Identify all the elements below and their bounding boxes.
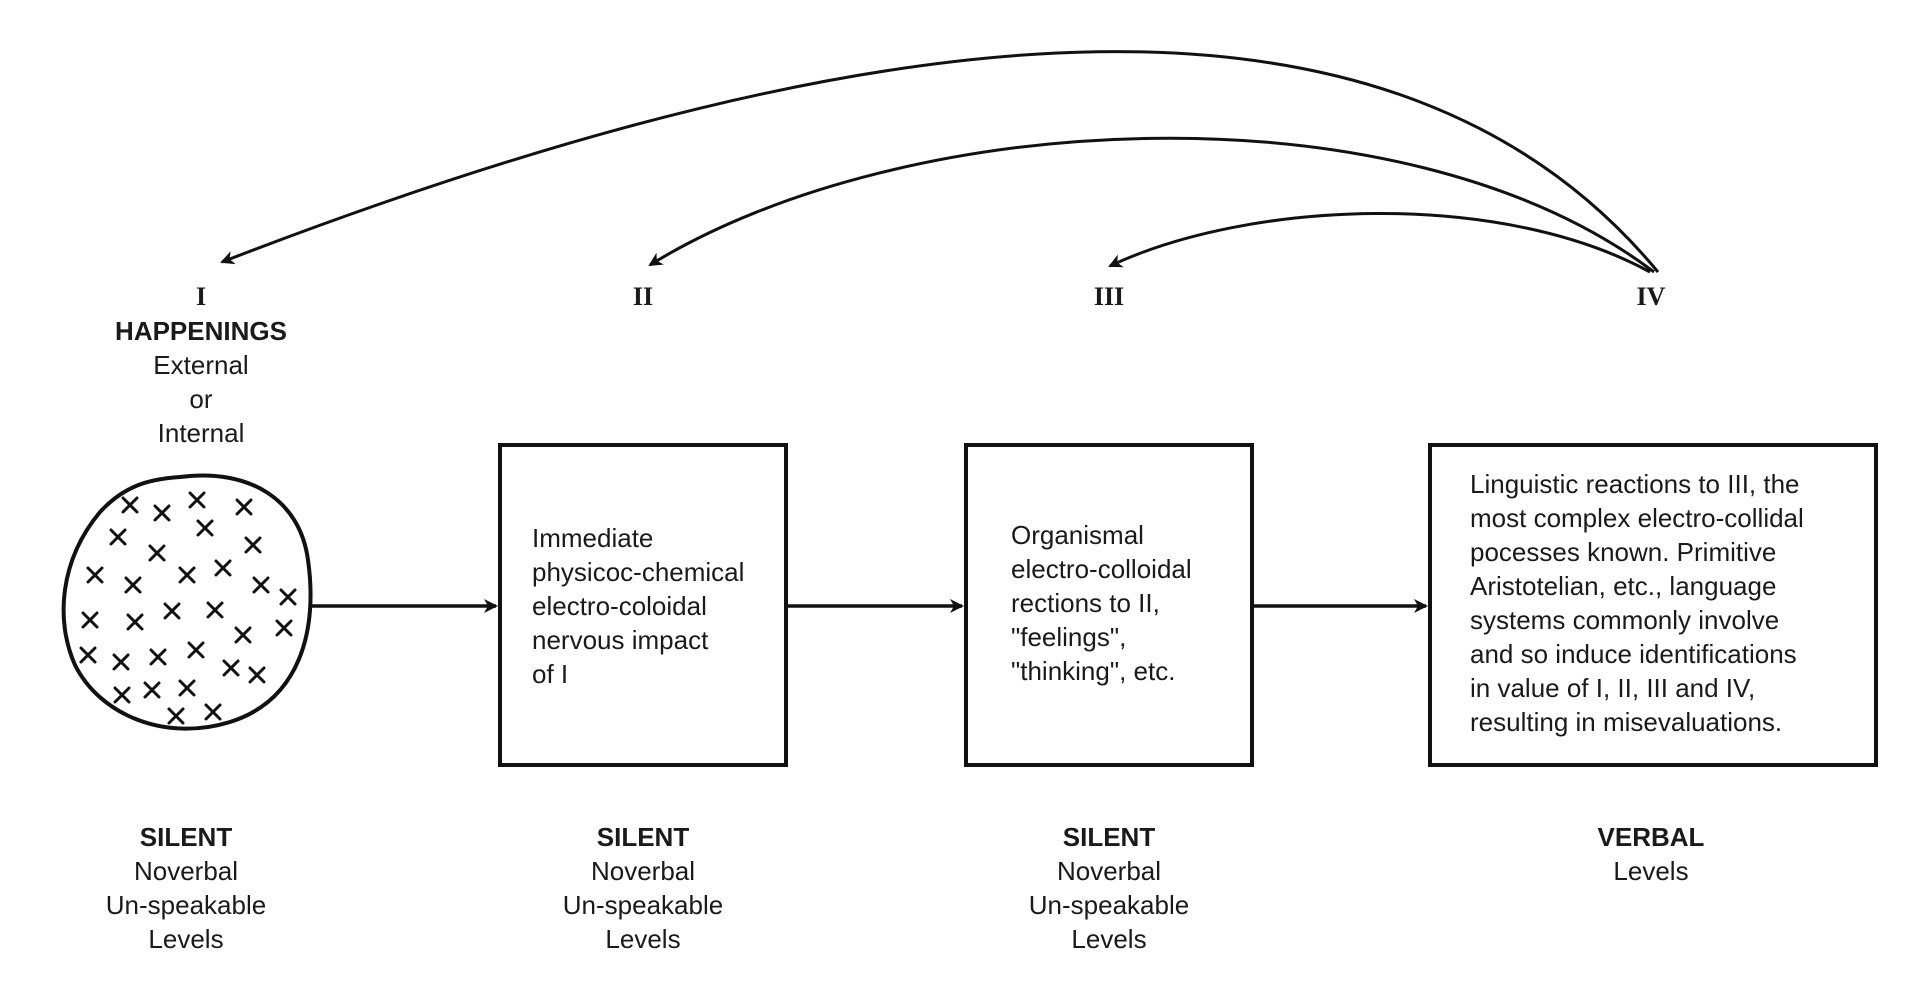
box-iv-line: in value of I, II, III and IV, <box>1470 673 1756 703</box>
level-line: Levels <box>605 924 681 954</box>
happenings-heading: HAPPENINGS <box>115 316 287 346</box>
x-mark-icon <box>124 576 142 594</box>
x-mark-icon <box>153 504 171 522</box>
numeral-ii: II <box>632 282 654 311</box>
x-mark-icon <box>167 707 185 725</box>
x-mark-icon <box>234 626 252 644</box>
level-line: Noverbal <box>1056 856 1162 886</box>
x-mark-icon <box>126 613 144 631</box>
box-iv-line: Aristotelian, etc., language <box>1470 571 1777 601</box>
x-mark-icon <box>275 619 293 637</box>
x-mark-icon <box>244 536 262 554</box>
box-ii-line: Immediate <box>532 523 654 553</box>
box-iii-line: rections to II, <box>1011 588 1160 618</box>
box-iii <box>964 443 1254 767</box>
level-line: Levels <box>1613 856 1689 886</box>
box-iv-line: most complex electro-collidal <box>1470 503 1804 533</box>
box-ii-line: nervous impact <box>532 625 709 655</box>
box-iv-line: pocesses known. Primitive <box>1470 537 1777 567</box>
box-iv-line: Linguistic reactions to III, the <box>1470 469 1800 499</box>
level-line: Levels <box>148 924 224 954</box>
x-mark-icon <box>143 681 161 699</box>
x-mark-icon <box>188 491 206 509</box>
blob-x-marks <box>79 491 297 725</box>
x-mark-icon <box>206 601 224 619</box>
x-mark-icon <box>178 566 196 584</box>
box-iii-line: "thinking", etc. <box>1011 656 1176 686</box>
x-mark-icon <box>204 703 222 721</box>
x-mark-icon <box>149 648 167 666</box>
x-mark-icon <box>112 653 130 671</box>
box-iii-line: Organismal <box>1011 520 1144 550</box>
level-title: SILENT <box>596 822 690 852</box>
x-mark-icon <box>222 659 240 677</box>
level-line: Noverbal <box>133 856 239 886</box>
x-mark-icon <box>187 641 205 659</box>
box-iii-line: electro-colloidal <box>1011 554 1192 584</box>
box-iv-text: Linguistic reactions to III, the most co… <box>1470 467 1804 739</box>
level-title: SILENT <box>1062 822 1156 852</box>
numeral-iv: IV <box>1636 282 1666 311</box>
level-line: Un-speakable <box>1028 890 1190 920</box>
x-mark-icon <box>178 679 196 697</box>
x-mark-icon <box>86 566 104 584</box>
x-mark-icon <box>79 646 97 664</box>
x-mark-icon <box>121 496 139 514</box>
bottom-label-iv: VERBAL Levels <box>1598 820 1705 888</box>
happenings-subline: Internal <box>157 418 245 448</box>
arc-iv-to-iii <box>1108 212 1651 274</box>
box-ii-line: physicoc-chemical <box>532 557 745 587</box>
bottom-label-i: SILENT Noverbal Un-speakable Levels <box>106 820 266 956</box>
x-mark-icon <box>163 602 181 620</box>
box-iv-line: and so induce identifications <box>1470 639 1797 669</box>
happenings-subline: External <box>153 350 249 380</box>
level-line: Un-speakable <box>562 890 724 920</box>
arc-iv-to-ii <box>648 136 1655 274</box>
box-iii-line: "feelings", <box>1011 622 1127 652</box>
x-mark-icon <box>248 666 266 684</box>
level-line: Un-speakable <box>105 890 267 920</box>
x-mark-icon <box>214 559 232 577</box>
x-mark-icon <box>113 686 131 704</box>
x-mark-icon <box>148 544 166 562</box>
numeral-iii: III <box>1093 282 1125 311</box>
happenings-label: HAPPENINGS External or Internal <box>115 314 287 450</box>
box-ii-text: Immediate physicoc-chemical electro-colo… <box>532 521 744 691</box>
box-ii <box>498 443 788 767</box>
box-iv-line: resulting in misevaluations. <box>1470 707 1783 737</box>
arc-iv-to-i <box>220 50 1660 273</box>
level-line: Noverbal <box>590 856 696 886</box>
x-mark-icon <box>235 498 253 516</box>
happenings-blob <box>61 473 313 731</box>
level-title: SILENT <box>139 822 233 852</box>
x-mark-icon <box>252 576 270 594</box>
x-mark-icon <box>109 528 127 546</box>
x-mark-icon <box>81 611 99 629</box>
numeral-i: I <box>195 282 207 311</box>
level-line: Levels <box>1071 924 1147 954</box>
box-ii-line: of I <box>532 659 569 689</box>
box-ii-line: electro-coloidal <box>532 591 707 621</box>
box-iv <box>1428 443 1878 767</box>
bottom-label-iii: SILENT Noverbal Un-speakable Levels <box>1029 820 1189 956</box>
bottom-label-ii: SILENT Noverbal Un-speakable Levels <box>563 820 723 956</box>
x-mark-icon <box>279 588 297 606</box>
box-iv-line: systems commonly involve <box>1470 605 1780 635</box>
level-title: VERBAL <box>1597 822 1705 852</box>
box-iii-text: Organismal electro-colloidal rections to… <box>1011 518 1192 688</box>
x-mark-icon <box>196 519 214 537</box>
happenings-subline: or <box>189 384 213 414</box>
